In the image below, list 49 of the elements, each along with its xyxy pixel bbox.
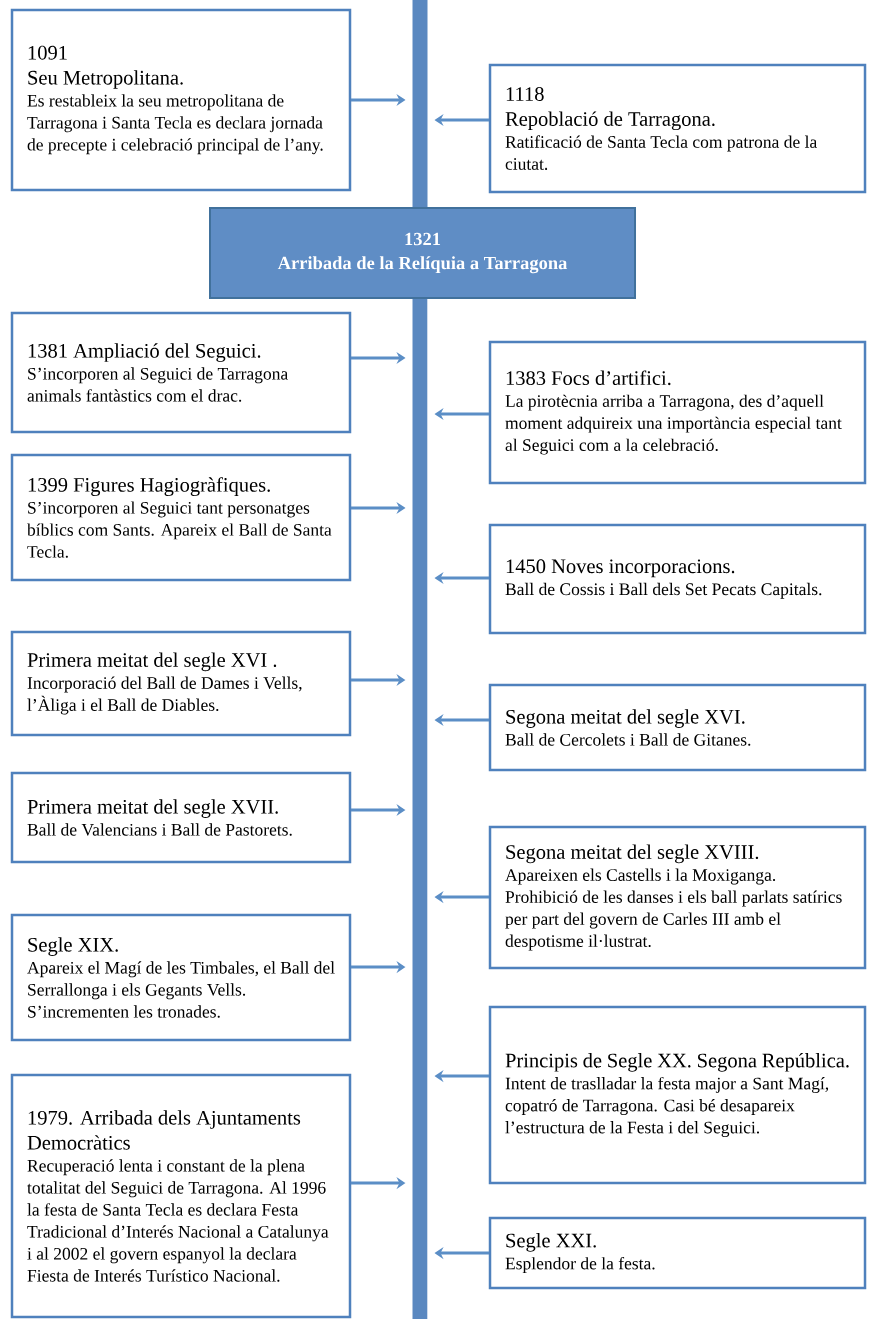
event-box: [10, 771, 352, 864]
event-box: [10, 630, 352, 737]
heading-text: 1381 Ampliació del Seguici.: [28, 343, 261, 362]
body-text: Apareix el Magí de les Timbales, el Ball del Serrallonga i els Gegants Vells. S’incrementen les tronades.: [27, 961, 335, 1018]
body-text: Ball de Cercolets i Ball de Gitanes.: [505, 733, 751, 746]
event-box: [488, 63, 867, 194]
event-box: [10, 8, 352, 192]
event-box: [488, 340, 867, 485]
body-text: Apareixen els Castells i la Moxiganga. Prohibició de les danses i els ball parlats satírics per part del govern de Carles III amb el despotisme il·lustrat.: [505, 868, 842, 951]
heading-text: Seu Metropolitana.: [28, 70, 183, 89]
heading-text: Segona meitat del segle XVIII.: [506, 844, 759, 864]
heading-text: 1118: [506, 87, 544, 101]
event-box: [488, 683, 867, 772]
heading-text: Primera meitat del segle XVI .: [27, 652, 277, 672]
body-text: La pirotècnia arriba a Tarragona, des d’aquell moment adquireix una importància especial tant al Seguici com a la celebració.: [505, 394, 842, 455]
heading-text: 1399 Figures Hagiogràfiques.: [28, 477, 270, 496]
title-text: Arribada de la Relíquia a Tarragona: [277, 256, 568, 274]
event-box: [10, 913, 352, 1042]
body-text: Esplendor de la festa.: [505, 1256, 655, 1273]
heading-text: Segle XXI.: [506, 1233, 596, 1252]
body-text: Ratificació de Santa Tecla com patrona de la ciutat.: [505, 135, 817, 170]
heading-text: 1450 Noves incorporacions.: [506, 559, 735, 578]
event-box: [488, 523, 867, 635]
timeline-bar: [412, 0, 428, 208]
body-text: Recuperació lenta i constant de la plena totalitat del Seguici de Tarragona. Al 1996 la festa de Santa Tecla es declara Festa Tradicional d’Interés Nacional a Catalunya i al 2002 el govern espanyol la declara Fiesta de Interés Turístico Nacional.: [27, 1159, 329, 1282]
highlight-box: [209, 207, 636, 299]
body-text: Incorporació del Ball de Dames i Vells, l’Àliga i el Ball de Diables.: [27, 676, 302, 715]
timeline-bar: [412, 298, 428, 1319]
heading-text: Principis de Segle XX. Segona República.: [505, 1053, 849, 1072]
heading-text: 1979. Arribada dels Ajuntaments Democràtics: [27, 1110, 301, 1150]
event-box: [488, 1005, 867, 1185]
body-text: S’incorporen al Seguici de Tarragona animals fantàstics com el drac.: [27, 367, 288, 402]
heading-text: Segle XIX.: [28, 937, 118, 956]
event-box: [10, 311, 352, 434]
event-box: [488, 825, 867, 970]
body-text: Es restableix la seu metropolitana de Tarragona i Santa Tecla es declara jornada de precepte i celebració principal de l’any.: [27, 94, 323, 155]
body-text: S’incorporen al Seguici tant personatges bíblics com Sants. Apareix el Ball de Santa Tecla.: [27, 501, 332, 558]
heading-text: 1383 Focs d’artifici.: [506, 370, 671, 386]
body-text: Intent de traslladar la festa major a Sant Magí, copatró de Tarragona. Casi bé desapareix l’estructura de la Festa i del Seguici.: [505, 1076, 829, 1138]
title-text: 1321: [405, 232, 441, 246]
event-box: [10, 1073, 352, 1319]
heading-text: Primera meitat del segle XVII.: [27, 799, 278, 818]
heading-text: 1091: [28, 45, 67, 60]
event-box: [488, 1216, 867, 1290]
heading-text: Repoblació de Tarragona.: [505, 111, 715, 131]
event-box: [10, 453, 352, 582]
heading-text: Segona meitat del segle XVI.: [506, 709, 745, 728]
body-text: Ball de Valencians i Ball de Pastorets.: [27, 823, 292, 836]
body-text: Ball de Cossis i Ball dels Set Pecats Capitals.: [505, 582, 822, 599]
